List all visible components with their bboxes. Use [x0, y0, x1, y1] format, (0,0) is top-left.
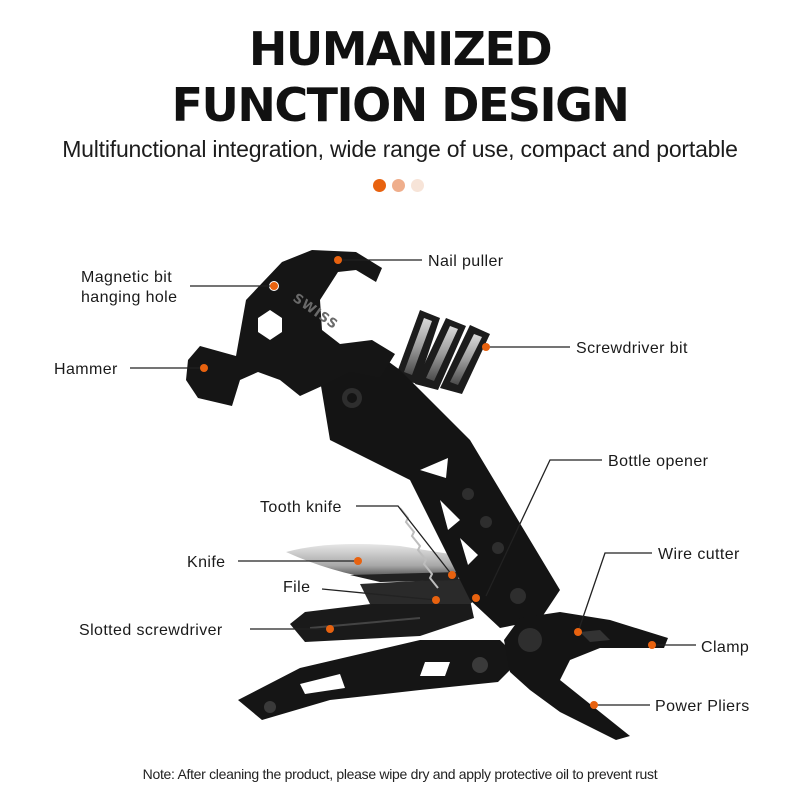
accent-dot-2 [392, 179, 405, 192]
leader-wire-cutter [577, 552, 652, 633]
leader-lines [130, 259, 696, 706]
label-power-pliers: Power Pliers [655, 698, 750, 715]
label-slotted-screwdriver: Slotted screwdriver [79, 622, 223, 639]
main-handle [320, 348, 560, 628]
marker-knife [354, 557, 362, 565]
leader-tooth-knife [356, 505, 453, 576]
label-tooth-knife: Tooth knife [260, 499, 342, 516]
marker-hammer [200, 364, 208, 372]
accent-dots [373, 179, 424, 192]
accent-dot-1 [373, 179, 386, 192]
title-line-1: HUMANIZED [248, 22, 553, 76]
label-knife: Knife [187, 554, 225, 571]
marker-file [432, 596, 440, 604]
screwdriver-bits [395, 310, 490, 394]
label-magnetic-bit-line2: hanging hole [81, 289, 177, 306]
file-tool [360, 578, 488, 604]
pliers-lower-handle [238, 640, 520, 720]
footer-note: Note: After cleaning the product, please… [142, 766, 658, 782]
hammer-head [186, 250, 395, 406]
label-nail-puller: Nail puller [428, 253, 504, 270]
marker-nail-puller [334, 256, 342, 264]
label-wire-cutter: Wire cutter [658, 546, 740, 563]
accent-dot-3 [411, 179, 424, 192]
leader-bottle-opener [485, 459, 602, 597]
marker-magnetic-bit [270, 282, 278, 290]
subtitle: Multifunctional integration, wide range … [62, 136, 738, 162]
label-bottle-opener: Bottle opener [608, 453, 709, 470]
callout-markers [200, 256, 656, 709]
label-clamp: Clamp [701, 639, 749, 656]
slotted-screwdriver-tool [290, 598, 474, 642]
marker-wire-cutter [574, 628, 582, 636]
multitool-illustration: SWISS [186, 250, 668, 740]
marker-bottle-opener [472, 594, 480, 602]
label-file: File [283, 579, 310, 596]
title-line-2: FUNCTION DESIGN [171, 78, 630, 132]
marker-power-pliers [590, 701, 598, 709]
label-screwdriver-bit: Screwdriver bit [576, 340, 688, 357]
marker-screwdriver-bit [482, 343, 490, 351]
marker-clamp [648, 641, 656, 649]
marker-tooth-knife [448, 571, 456, 579]
pliers-jaw [504, 612, 668, 740]
marker-slotted-screwdriver [326, 625, 334, 633]
knife-blade [286, 544, 462, 580]
label-magnetic-bit-line1: Magnetic bit [81, 269, 172, 286]
tooth-knife-edge [399, 507, 439, 589]
leader-file [321, 588, 437, 601]
label-hammer: Hammer [54, 361, 118, 378]
